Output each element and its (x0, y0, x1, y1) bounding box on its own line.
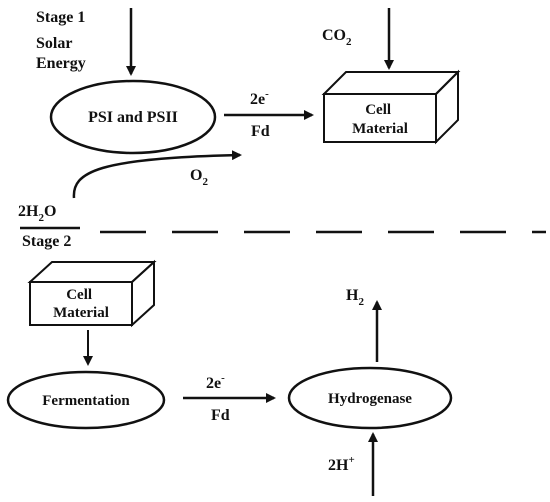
stage2-cell-material-label: Cell Material (53, 287, 109, 321)
stage2-ferredoxin-label: Fd (211, 407, 230, 424)
stage2-cell-material-box (27, 259, 157, 328)
stage2-electrons-label: 2e- (206, 372, 225, 392)
psi-psii-label: PSI and PSII (88, 109, 178, 126)
co2-label: CO2 (322, 27, 352, 48)
water-oxygen-arrow (72, 150, 242, 199)
stage1-cell-material-label: Cell Material (352, 102, 408, 137)
solar-line1: Solar (36, 35, 72, 52)
hydrogenase-ellipse (287, 366, 453, 430)
water-label: 2H2O (18, 203, 56, 224)
stage1-cell-material-box (321, 69, 461, 145)
solar-line2: Energy (36, 55, 86, 72)
stage1-electrons-label: 2e- (250, 88, 269, 108)
fermentation-ellipse (6, 370, 166, 430)
stage-divider (20, 226, 546, 234)
stage1-label: Stage 1 (36, 9, 85, 26)
psi-psii-ellipse (49, 79, 217, 155)
proton-label: 2H+ (328, 454, 355, 474)
hydrogen-label: H2 (346, 287, 364, 308)
solar-energy-label: Solar Energy (36, 35, 86, 72)
stage1-ferredoxin-label: Fd (251, 123, 270, 140)
fermentation-label: Fermentation (42, 393, 130, 409)
hydrogenase-label: Hydrogenase (328, 391, 412, 407)
stage2-label: Stage 2 (22, 233, 71, 250)
oxygen-label: O2 (190, 167, 208, 188)
